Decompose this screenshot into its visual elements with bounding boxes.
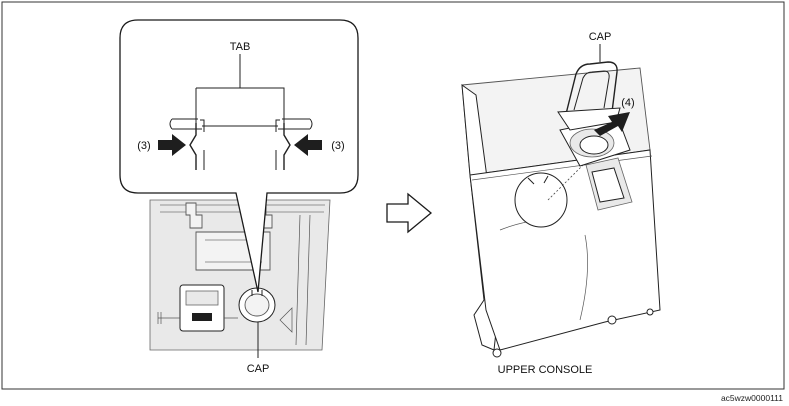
cap-label-left: CAP [247,363,270,375]
figure-frame [1,1,785,390]
squeeze-arrow-left [158,134,186,156]
step-3-label-left: (3) [137,140,150,152]
upper-console-label: UPPER CONSOLE [498,364,593,376]
figure-code: ac5wzw0000111 [721,393,783,403]
tab-label: TAB [230,41,251,53]
lift-arrow [594,112,630,136]
squeeze-arrow-right [294,134,322,156]
callout-bubble [119,19,359,293]
connector-block [157,284,238,332]
cap-right-part [557,61,631,167]
step-4-label: (4) [621,97,634,109]
tab-detail [158,54,322,170]
cap-label-right: CAP [589,31,612,43]
hollow-right-arrow-icon [386,192,433,234]
left-console-underside [149,199,331,351]
cap-left-part [238,287,276,323]
step-3-label-right: (3) [331,140,344,152]
